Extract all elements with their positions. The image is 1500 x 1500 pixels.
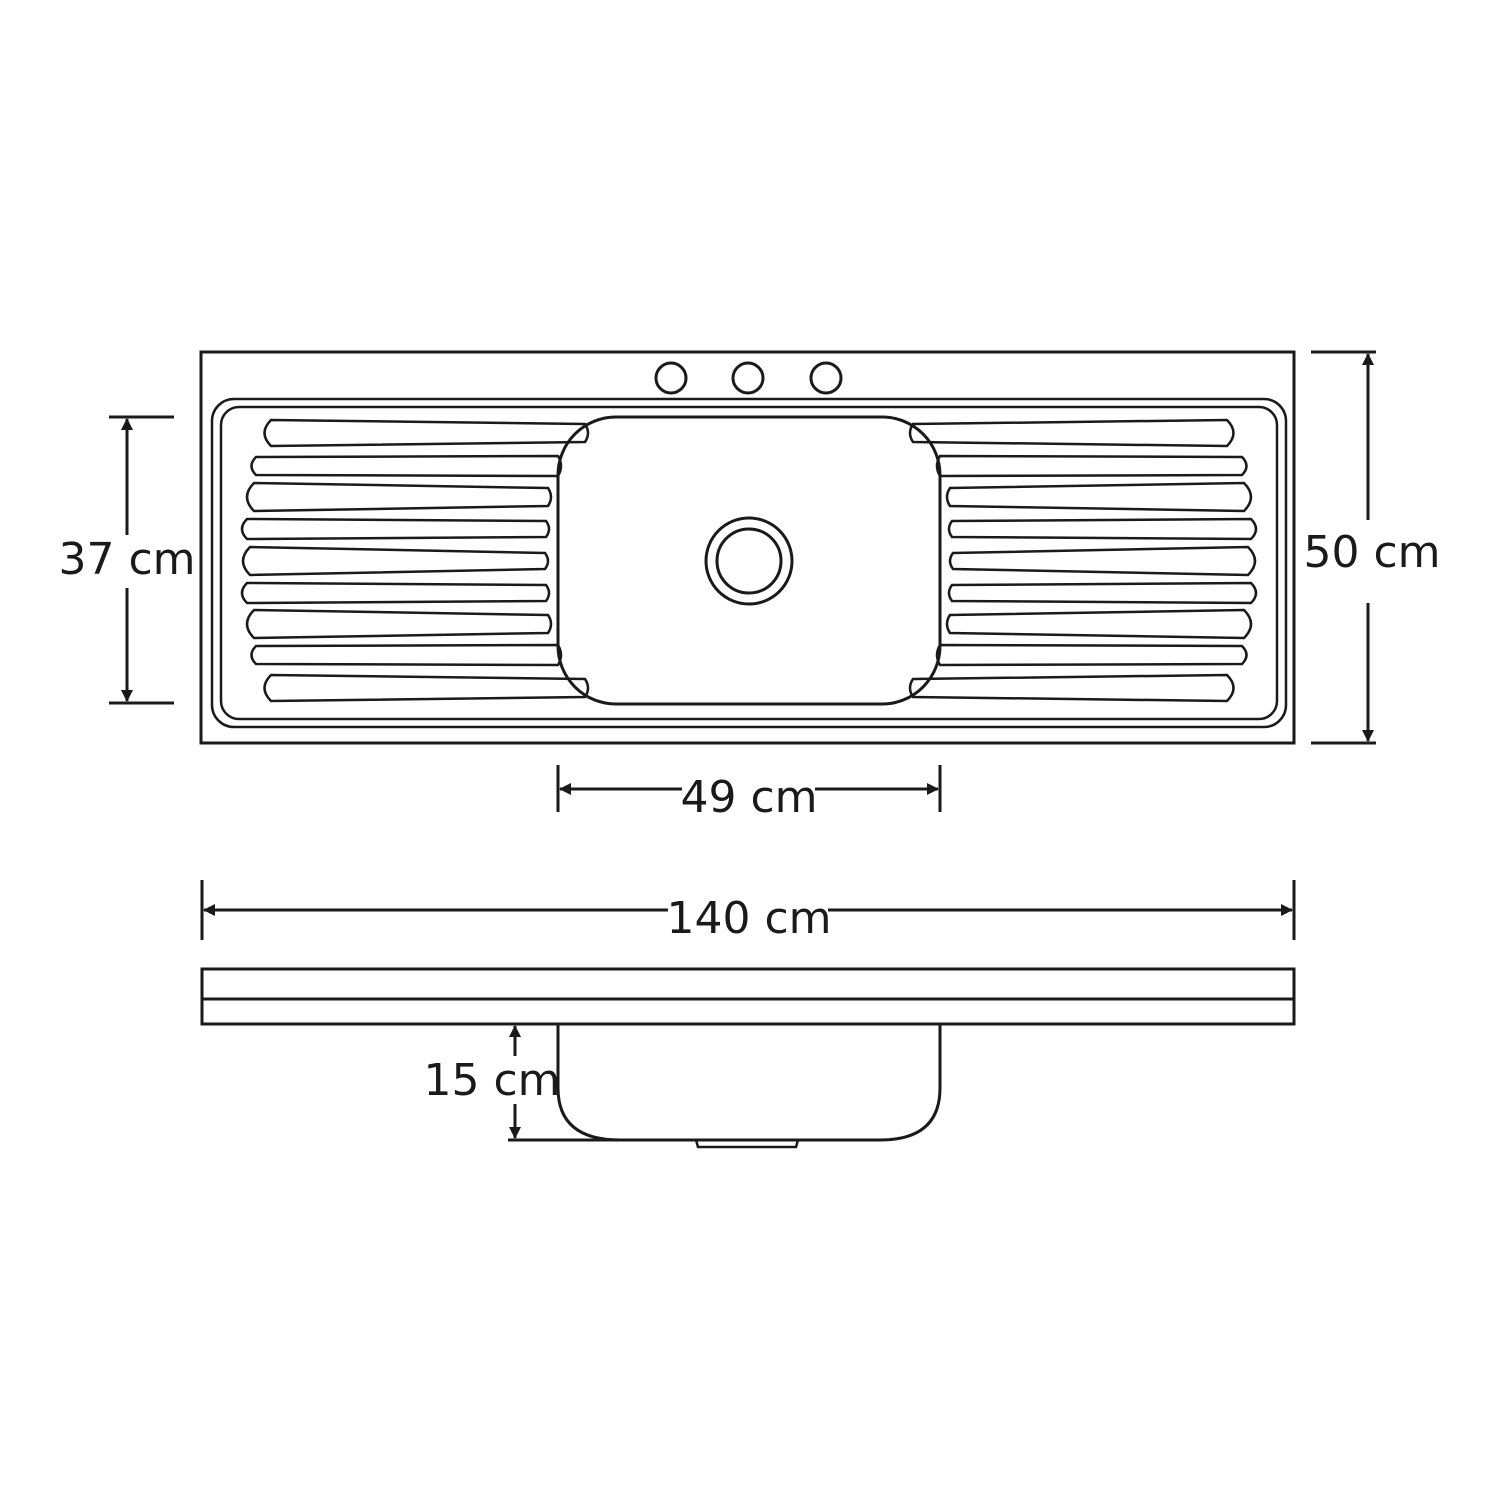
drainer-groove	[263, 418, 590, 448]
drain-outer-ring	[704, 516, 794, 606]
drainer-groove	[947, 517, 1258, 541]
dimension-label-49: 49 cm	[680, 772, 817, 823]
dimension-label-140: 140 cm	[666, 893, 831, 944]
drainer-groove	[947, 581, 1258, 605]
sink-bowl	[556, 415, 942, 706]
faucet-hole	[809, 361, 843, 395]
drain-outlet-profile	[694, 1139, 800, 1149]
drainer-groove	[240, 517, 551, 541]
dimension-label-37: 37 cm	[58, 534, 195, 585]
dimension-bowl-width: 49 cm	[556, 765, 942, 823]
drainer-groove	[241, 545, 550, 577]
drainer-groove	[935, 454, 1248, 478]
side-view: 140 cm 15 cm	[200, 880, 1296, 1149]
drainer-rim-outer	[210, 397, 1288, 729]
top-view: 37 cm 50 cm 49 cm	[58, 350, 1441, 823]
drainer-groove	[250, 454, 563, 478]
left-drainer-grooves	[240, 418, 590, 703]
countertop-profile	[200, 967, 1296, 1026]
drainer-groove	[263, 673, 590, 703]
drainer-rim-inner	[219, 405, 1279, 721]
drainer-groove	[935, 643, 1248, 667]
drainer-groove	[908, 673, 1235, 703]
dimension-outer-height: 50 cm	[1303, 350, 1441, 745]
drainer-groove	[948, 545, 1257, 577]
drainer-groove	[945, 481, 1253, 513]
faucet-holes	[654, 361, 843, 395]
drain-inner-ring	[715, 527, 783, 595]
sink-bowl-profile	[556, 1024, 942, 1142]
faucet-hole	[731, 361, 765, 395]
countertop-outline	[199, 350, 1296, 745]
dimension-overall-width: 140 cm	[200, 880, 1296, 944]
dimension-label-50: 50 cm	[1303, 527, 1440, 578]
drainer-groove	[245, 481, 553, 513]
dimension-bowl-depth: 15 cm	[423, 1025, 620, 1142]
drainer-groove	[945, 608, 1253, 640]
drainer-groove	[245, 608, 553, 640]
right-drainer-grooves	[908, 418, 1258, 703]
dimension-label-15: 15 cm	[423, 1055, 560, 1106]
dimension-inner-height: 37 cm	[58, 415, 196, 705]
drainer-groove	[908, 418, 1235, 448]
drainer-groove	[240, 581, 551, 605]
drainer-groove	[250, 643, 563, 667]
faucet-hole	[654, 361, 688, 395]
